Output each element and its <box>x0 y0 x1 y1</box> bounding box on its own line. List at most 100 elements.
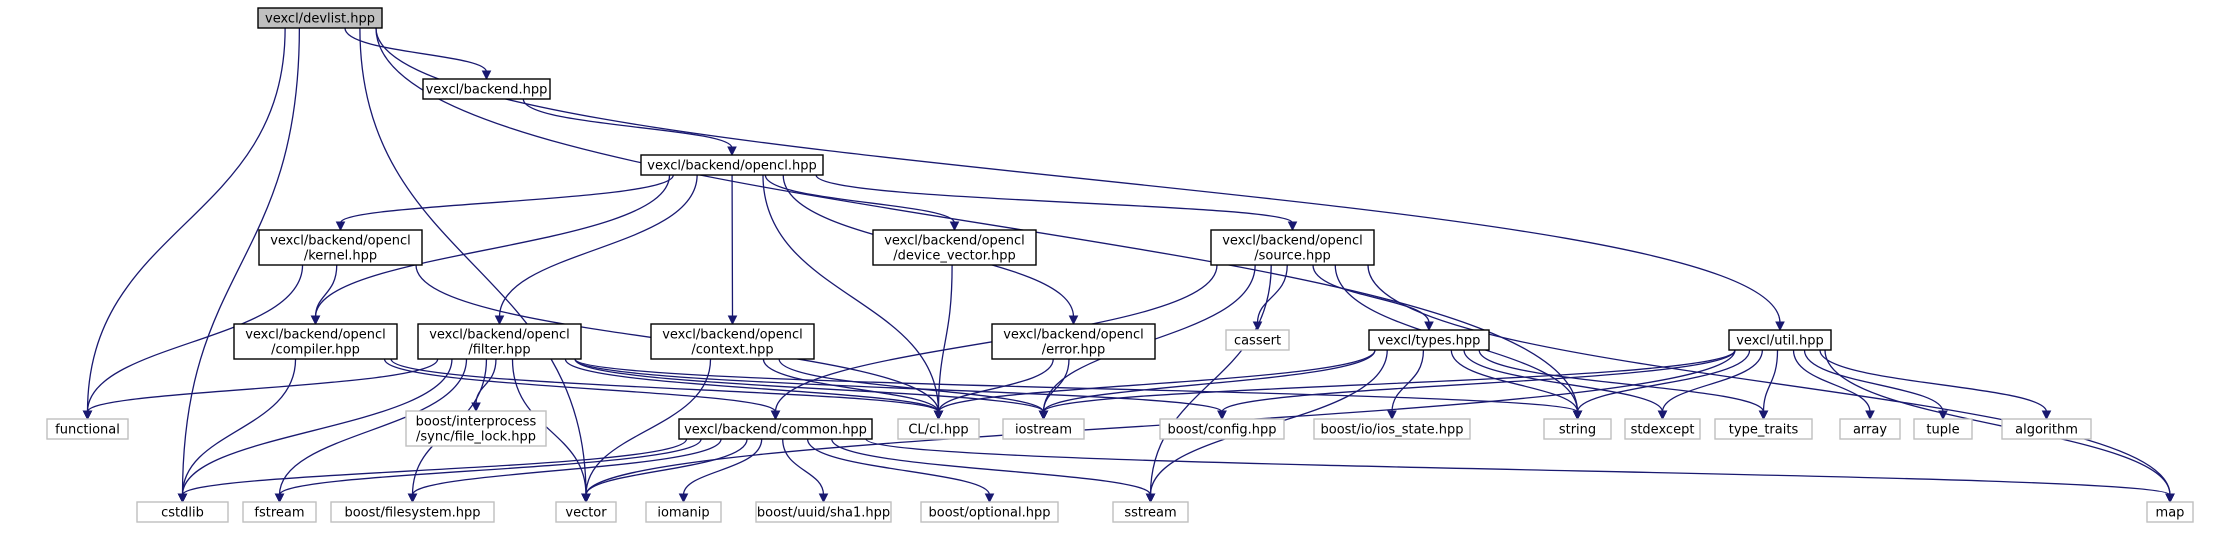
node-label: /device_vector.hpp <box>893 249 1016 264</box>
node-iomanip[interactable]: iomanip <box>645 501 722 523</box>
edge-source-to-map <box>1367 264 2171 496</box>
node-string[interactable]: string <box>1543 418 1612 440</box>
node-vexcl-backend-opencl-hpp[interactable]: vexcl/backend/opencl.hpp <box>640 154 824 176</box>
node-box <box>422 78 551 100</box>
edge-common-to-optional <box>806 438 991 496</box>
node-box <box>678 418 873 440</box>
edge-arrowhead <box>1217 410 1227 421</box>
edge-opencl-to-source <box>815 174 1294 224</box>
node-boost-io-ios-state-hpp[interactable]: boost/io/ios_state.hpp <box>1313 418 1471 440</box>
edge-devlist-to-backend <box>344 27 488 73</box>
node-box <box>645 501 722 523</box>
edge-types-to-iostream <box>1042 349 1376 413</box>
edge-util-to-algorithm <box>1819 349 2048 413</box>
node-label: sstream <box>1124 506 1176 521</box>
edge-opencl-to-compiler <box>314 174 671 318</box>
node-box <box>1313 418 1471 440</box>
node-vexcl-util-hpp[interactable]: vexcl/util.hpp <box>1728 329 1832 351</box>
edge-arrowhead <box>2165 493 2175 504</box>
node-vexcl-devlist-hpp[interactable]: vexcl/devlist.hpp <box>257 7 383 29</box>
node-box <box>1624 418 1701 440</box>
node-box <box>1368 329 1490 351</box>
node-vexcl-backend-opencl-context-hpp[interactable]: vexcl/backend/opencl/context.hpp <box>650 323 815 360</box>
node-label: boost/uuid/sha1.hpp <box>757 506 890 521</box>
node-box <box>1543 418 1612 440</box>
node-label: vector <box>565 506 607 521</box>
edge-opencl-to-clhpp <box>762 174 940 413</box>
node-sstream[interactable]: sstream <box>1112 501 1189 523</box>
node-label: vexcl/backend/opencl <box>662 328 803 343</box>
edge-util-to-bconfig <box>1221 349 1736 413</box>
node-label: vexcl/backend/opencl <box>1222 234 1363 249</box>
node-label: vexcl/backend/opencl <box>1003 328 1144 343</box>
node-vexcl-backend-opencl-compiler-hpp[interactable]: vexcl/backend/opencl/compiler.hpp <box>233 323 398 360</box>
node-cassert[interactable]: cassert <box>1225 329 1290 351</box>
node-iostream[interactable]: iostream <box>1002 418 1085 440</box>
node-box <box>1839 418 1901 440</box>
node-cstdlib[interactable]: cstdlib <box>136 501 229 523</box>
node-vexcl-backend-common-hpp[interactable]: vexcl/backend/common.hpp <box>678 418 873 440</box>
node-vexcl-backend-opencl-source-hpp[interactable]: vexcl/backend/opencl/source.hpp <box>1210 229 1375 266</box>
node-vexcl-backend-opencl-filter-hpp[interactable]: vexcl/backend/opencl/filter.hpp <box>417 323 582 360</box>
node-vexcl-backend-hpp[interactable]: vexcl/backend.hpp <box>422 78 551 100</box>
node-boost-interprocess-sync-file-lock-hpp[interactable]: boost/interprocess/sync/file_lock.hpp <box>405 410 547 447</box>
edge-arrowhead <box>2041 410 2052 421</box>
edge-util-to-typetraits <box>1762 349 1779 413</box>
node-label: cstdlib <box>161 506 204 521</box>
node-label: iostream <box>1015 423 1072 438</box>
node-box <box>555 501 617 523</box>
node-vexcl-types-hpp[interactable]: vexcl/types.hpp <box>1368 329 1490 351</box>
edge-filter-to-fstream <box>278 358 468 496</box>
edge-filter-to-bconfig <box>574 358 1223 413</box>
node-box <box>1913 418 1973 440</box>
node-vexcl-backend-opencl-kernel-hpp[interactable]: vexcl/backend/opencl/kernel.hpp <box>258 229 423 266</box>
edge-common-to-iomanip <box>682 438 763 496</box>
edge-devlist-to-string <box>375 27 1579 413</box>
node-boost-filesystem-hpp[interactable]: boost/filesystem.hpp <box>330 501 495 523</box>
node-algorithm[interactable]: algorithm <box>2001 418 2092 440</box>
edge-devlist-to-functional <box>86 27 286 413</box>
edge-types-to-iosstate <box>1391 349 1425 413</box>
edge-types-to-typetraits <box>1478 349 1765 413</box>
node-fstream[interactable]: fstream <box>242 501 317 523</box>
edge-opencl-to-devvec <box>764 174 956 224</box>
edge-arrowhead <box>310 315 321 326</box>
edge-common-to-cstdlib <box>181 438 688 496</box>
node-cl-cl-hpp[interactable]: CL/cl.hpp <box>897 418 980 440</box>
node-boost-config-hpp[interactable]: boost/config.hpp <box>1159 418 1285 440</box>
node-type-traits[interactable]: type_traits <box>1714 418 1813 440</box>
node-label: map <box>2156 506 2185 521</box>
node-vector[interactable]: vector <box>555 501 617 523</box>
node-vexcl-backend-opencl-error-hpp[interactable]: vexcl/backend/opencl/error.hpp <box>991 323 1156 360</box>
edge-devlist-to-util <box>375 27 1781 324</box>
edge-arrowhead <box>1657 410 1668 421</box>
edge-arrowhead <box>1572 410 1583 421</box>
node-boost-optional-hpp[interactable]: boost/optional.hpp <box>920 501 1059 523</box>
node-tuple[interactable]: tuple <box>1913 418 1973 440</box>
edge-types-to-clhpp <box>937 349 1376 413</box>
edge-devlist-to-vector <box>359 27 587 496</box>
node-boost-uuid-sha1-hpp[interactable]: boost/uuid/sha1.hpp <box>755 501 892 523</box>
node-label: vexcl/backend/common.hpp <box>684 423 867 438</box>
node-label: stdexcept <box>1631 423 1695 438</box>
node-label: string <box>1559 423 1596 438</box>
node-box <box>1159 418 1285 440</box>
node-array[interactable]: array <box>1839 418 1901 440</box>
node-box <box>417 323 582 360</box>
node-label: algorithm <box>2015 423 2078 438</box>
edge-filter-to-vector <box>511 358 587 496</box>
node-map[interactable]: map <box>2146 501 2194 523</box>
edge-util-to-stdexcept <box>1661 349 1764 413</box>
node-vexcl-backend-opencl-device-vector-hpp[interactable]: vexcl/backend/opencl/device_vector.hpp <box>872 229 1037 266</box>
node-stdexcept[interactable]: stdexcept <box>1624 418 1701 440</box>
node-box <box>872 229 1037 266</box>
node-label: CL/cl.hpp <box>908 423 968 438</box>
node-label: functional <box>55 423 120 438</box>
node-box <box>897 418 980 440</box>
node-functional[interactable]: functional <box>46 418 129 440</box>
edge-util-to-map <box>1824 349 2171 496</box>
edge-arrowhead <box>1775 321 1785 332</box>
node-box <box>1728 329 1832 351</box>
node-label: fstream <box>254 506 304 521</box>
edge-arrowhead <box>1424 321 1434 332</box>
